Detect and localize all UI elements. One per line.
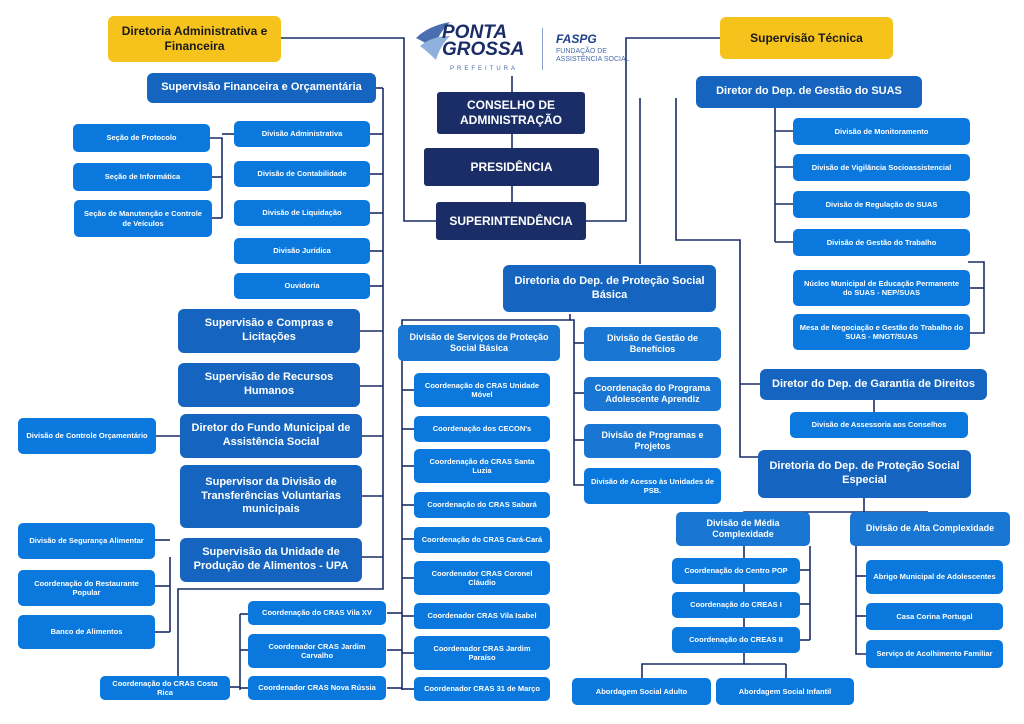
- node-coordenacao-adolescente-aprendiz[interactable]: Coordenação do Programa Adolescente Apre…: [584, 377, 721, 411]
- node-coordenacao-creas-2[interactable]: Coordenação do CREAS II: [672, 627, 800, 653]
- node-diretor-garantia-direitos[interactable]: Diretor do Dep. de Garantia de Direitos: [760, 369, 987, 400]
- node-cras-cara-cara[interactable]: Coordenação do CRAS Cará-Cará: [414, 527, 550, 553]
- node-diretor-gestao-suas[interactable]: Diretor do Dep. de Gestão do SUAS: [696, 76, 922, 108]
- node-divisao-assessoria-conselhos[interactable]: Divisão de Assessoria aos Conselhos: [790, 412, 968, 438]
- node-ouvidoria[interactable]: Ouvidoria: [234, 273, 370, 299]
- node-cras-santa-luzia[interactable]: Coordenação do CRAS Santa Luzia: [414, 449, 550, 483]
- node-acolhimento-familiar[interactable]: Serviço de Acolhimento Familiar: [866, 640, 1003, 668]
- node-divisao-alta-complexidade[interactable]: Divisão de Alta Complexidade: [850, 512, 1010, 546]
- logo: PONTA GROSSA PREFEITURA FASPG FUNDAÇÃO D…: [414, 14, 630, 76]
- node-cras-coronel-claudio[interactable]: Coordenador CRAS Coronel Cláudio: [414, 561, 550, 595]
- node-diretor-fundo[interactable]: Diretor do Fundo Municipal de Assistênci…: [180, 414, 362, 458]
- node-divisao-regulacao[interactable]: Divisão de Regulação do SUAS: [793, 191, 970, 218]
- node-diretoria-psb[interactable]: Diretoria do Dep. de Proteção Social Bás…: [503, 265, 716, 312]
- node-diretoria-pse[interactable]: Diretoria do Dep. de Proteção Social Esp…: [758, 450, 971, 498]
- node-cras-31-marco[interactable]: Coordenador CRAS 31 de Março: [414, 677, 550, 701]
- node-presidencia[interactable]: PRESIDÊNCIA: [424, 148, 599, 186]
- node-cras-nova-russia[interactable]: Coordenador CRAS Nova Rússia: [248, 676, 386, 700]
- node-supervisao-rh[interactable]: Supervisão de Recursos Humanos: [178, 363, 360, 407]
- logo-faspg: FASPG: [556, 32, 597, 46]
- node-cras-sabara[interactable]: Coordenação do CRAS Sabará: [414, 492, 550, 518]
- node-divisao-programas-projetos[interactable]: Divisão de Programas e Projetos: [584, 424, 721, 458]
- logo-ponta-grossa: PONTA GROSSA: [442, 22, 525, 60]
- node-cras-vila-isabel[interactable]: Coordenador CRAS Vila Isabel: [414, 603, 550, 629]
- logo-separator: [542, 28, 543, 70]
- logo-prefeitura: PREFEITURA: [450, 66, 519, 72]
- node-divisao-media-complexidade[interactable]: Divisão de Média Complexidade: [676, 512, 810, 546]
- node-divisao-liquidacao[interactable]: Divisão de Liquidação: [234, 200, 370, 226]
- node-abordagem-infantil[interactable]: Abordagem Social Infantil: [716, 678, 854, 705]
- node-secao-manutencao[interactable]: Seção de Manutenção e Controle de Veícul…: [74, 200, 212, 237]
- node-abrigo-adolescentes[interactable]: Abrigo Municipal de Adolescentes: [866, 560, 1003, 594]
- node-casa-corina-portugal[interactable]: Casa Corina Portugal: [866, 603, 1003, 630]
- node-divisao-contabilidade[interactable]: Divisão de Contabilidade: [234, 161, 370, 187]
- node-secao-informatica[interactable]: Seção de Informática: [73, 163, 212, 191]
- node-divisao-seguranca-alimentar[interactable]: Divisão de Segurança Alimentar: [18, 523, 155, 559]
- node-supervisao-compras[interactable]: Supervisão e Compras e Licitações: [178, 309, 360, 353]
- node-secao-protocolo[interactable]: Seção de Protocolo: [73, 124, 210, 152]
- node-divisao-servicos-psb[interactable]: Divisão de Serviços de Proteção Social B…: [398, 325, 560, 361]
- node-divisao-vigilancia[interactable]: Divisão de Vigilância Socioassistencial: [793, 154, 970, 181]
- node-divisao-gestao-beneficios[interactable]: Divisão de Gestão de Benefícios: [584, 327, 721, 361]
- logo-fundacao-line1: FUNDAÇÃO DE: [556, 48, 607, 55]
- node-abordagem-adulto[interactable]: Abordagem Social Adulto: [572, 678, 711, 705]
- node-cras-jardim-paraiso[interactable]: Coordenador CRAS Jardim Paraíso: [414, 636, 550, 670]
- logo-fundacao-line2: ASSISTÊNCIA SOCIAL: [556, 56, 630, 63]
- node-divisao-administrativa[interactable]: Divisão Administrativa: [234, 121, 370, 147]
- node-divisao-juridica[interactable]: Divisão Jurídica: [234, 238, 370, 264]
- node-supervisao-upa[interactable]: Supervisão da Unidade de Produção de Ali…: [180, 538, 362, 582]
- node-supervisao-tecnica[interactable]: Supervisão Técnica: [720, 17, 893, 59]
- node-cras-costa-rica[interactable]: Coordenação do CRAS Costa Rica: [100, 676, 230, 700]
- logo-wave-icon: [416, 22, 450, 60]
- node-coordenacao-centro-pop[interactable]: Coordenação do Centro POP: [672, 558, 800, 584]
- node-banco-alimentos[interactable]: Banco de Alimentos: [18, 615, 155, 649]
- node-divisao-monitoramento[interactable]: Divisão de Monitoramento: [793, 118, 970, 145]
- node-diretoria-administrativa[interactable]: Diretoria Administrativa e Financeira: [108, 16, 281, 62]
- node-cras-unidade-movel[interactable]: Coordenação do CRAS Unidade Móvel: [414, 373, 550, 407]
- node-cras-vila-xv[interactable]: Coordenação do CRAS Vila XV: [248, 601, 386, 625]
- node-divisao-acesso-psb[interactable]: Divisão de Acesso às Unidades de PSB.: [584, 468, 721, 504]
- logo-line2: GROSSA: [442, 39, 525, 60]
- node-cras-jardim-carvalho[interactable]: Coordenador CRAS Jardim Carvalho: [248, 634, 386, 668]
- node-mesa-mngt-suas[interactable]: Mesa de Negociação e Gestão do Trabalho …: [793, 314, 970, 350]
- node-divisao-gestao-trabalho[interactable]: Divisão de Gestão do Trabalho: [793, 229, 970, 256]
- node-coordenacao-restaurante[interactable]: Coordenação do Restaurante Popular: [18, 570, 155, 606]
- node-coordenacao-creas-1[interactable]: Coordenação do CREAS I: [672, 592, 800, 618]
- node-supervisao-financeira[interactable]: Supervisão Financeira e Orçamentária: [147, 73, 376, 103]
- logo-line1: PONTA: [442, 22, 508, 43]
- node-divisao-controle-orcamentario[interactable]: Divisão de Controle Orçamentário: [18, 418, 156, 454]
- node-conselho[interactable]: CONSELHO DE ADMINISTRAÇÃO: [437, 92, 585, 134]
- node-cecons[interactable]: Coordenação dos CECON's: [414, 416, 550, 442]
- node-nucleo-nep-suas[interactable]: Núcleo Municipal de Educação Permanente …: [793, 270, 970, 306]
- node-superintendencia[interactable]: SUPERINTENDÊNCIA: [436, 202, 586, 240]
- node-supervisor-transferencias[interactable]: Supervisor da Divisão de Transferências …: [180, 465, 362, 528]
- logo-fundacao: FUNDAÇÃO DE ASSISTÊNCIA SOCIAL: [556, 48, 630, 64]
